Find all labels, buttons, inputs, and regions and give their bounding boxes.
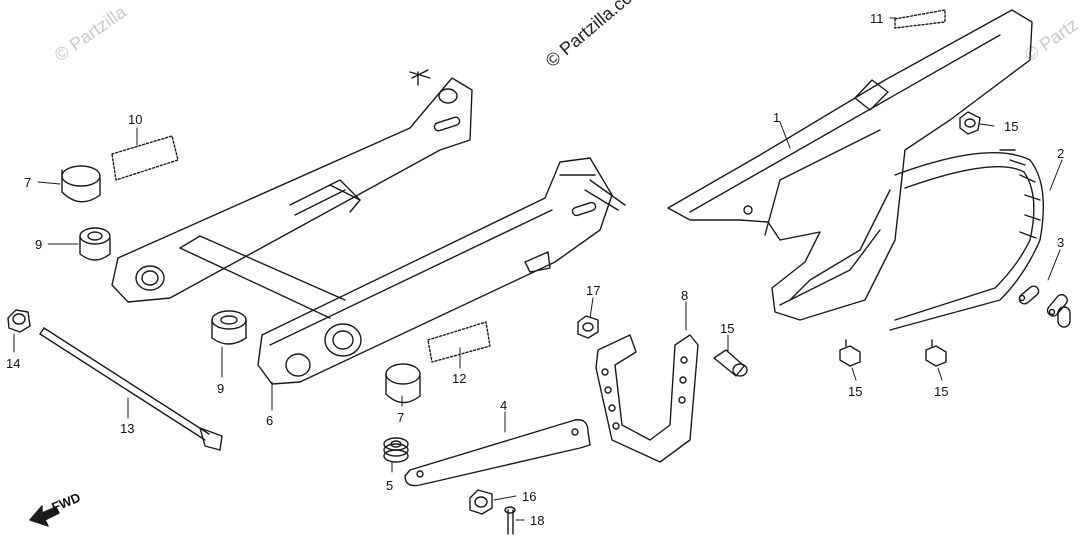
callout-11: 11	[870, 11, 884, 26]
fwd-arrow: FWD	[29, 490, 83, 527]
bolt-15-right	[925, 339, 947, 367]
callout-13: 13	[120, 421, 134, 436]
decal-11	[894, 9, 946, 29]
callout-14: 14	[6, 356, 20, 371]
callout-16: 16	[522, 489, 536, 504]
spring-5	[383, 437, 409, 463]
callout-17: 17	[586, 283, 600, 298]
bushing-7-top	[61, 165, 101, 203]
callout-3: 3	[1057, 235, 1064, 250]
callout-7-top: 7	[24, 175, 31, 190]
chain-case	[667, 9, 1033, 321]
callout-18: 18	[530, 513, 544, 528]
callout-15-top: 15	[1004, 119, 1018, 134]
watermark-main: © Partzilla.com	[542, 0, 648, 71]
pivot-bolt	[39, 327, 223, 451]
swing-arm	[111, 69, 626, 385]
decal-12	[427, 321, 491, 363]
callout-15-right: 15	[934, 384, 948, 399]
fwd-label: FWD	[50, 490, 83, 515]
bushing-9-top	[79, 227, 111, 261]
decal-10	[111, 135, 179, 181]
bushing-9-bottom	[211, 310, 247, 345]
leader-lines	[13, 17, 1063, 521]
callout-2: 2	[1057, 146, 1064, 161]
watermark-left: © Partzilla	[51, 1, 131, 65]
callout-9-bottom: 9	[217, 381, 224, 396]
fwd-arrow-icon	[29, 505, 60, 527]
nut-17	[577, 315, 599, 339]
chain-joint	[1018, 285, 1071, 328]
bolt-15-top	[959, 111, 981, 135]
callout-5: 5	[386, 478, 393, 493]
callout-12: 12	[452, 371, 466, 386]
callout-9-top: 9	[35, 237, 42, 252]
nut-16	[469, 489, 493, 515]
bushing-7-bottom	[385, 363, 421, 404]
screw-18	[504, 506, 516, 535]
drive-chain	[889, 149, 1044, 331]
callout-15-bracket: 15	[720, 321, 734, 336]
callout-15-mid: 15	[848, 384, 862, 399]
chain-slider	[404, 419, 591, 487]
callout-8: 8	[681, 288, 688, 303]
callout-6: 6	[266, 413, 273, 428]
nut-14	[7, 309, 31, 333]
callout-10: 10	[128, 112, 142, 127]
bracket-8	[595, 334, 699, 463]
bolt-15-mid	[839, 339, 861, 367]
callout-7-bottom: 7	[397, 410, 404, 425]
callout-4: 4	[500, 398, 507, 413]
callout-1: 1	[773, 110, 780, 125]
bolt-15-bracket	[713, 349, 748, 377]
